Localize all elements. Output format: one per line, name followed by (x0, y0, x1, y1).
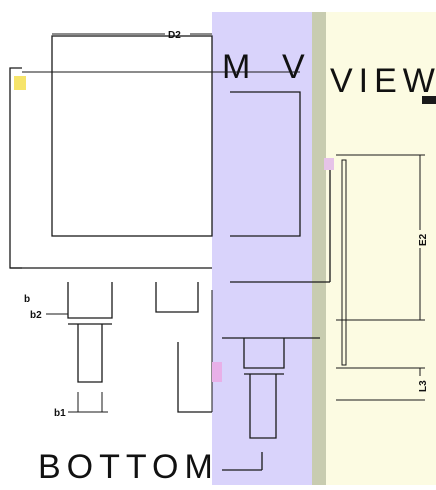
grey-strip (312, 12, 326, 485)
d2-label: D2 (168, 30, 181, 41)
lead-1-body (67, 282, 113, 319)
title-v: V (282, 48, 311, 86)
thermal-pad-right (230, 91, 301, 237)
lead-3-tip (249, 374, 277, 439)
lavender-edge (212, 250, 224, 450)
b-label: b (24, 294, 30, 305)
title-fragment-top: M (222, 48, 256, 86)
corner-block (422, 96, 436, 104)
cream-panel (326, 12, 436, 485)
e2-label: E2 (418, 233, 429, 246)
lead-2-reference-line (177, 342, 212, 413)
title-right: VIEW (330, 62, 436, 100)
pad-side-strip (341, 159, 347, 366)
b1-label: b1 (54, 408, 66, 419)
lead-3-marker (212, 362, 222, 382)
lead-2-tab (155, 282, 199, 313)
b2-label: b2 (30, 310, 42, 321)
lavender-panel (212, 12, 312, 485)
lead-3-body (243, 338, 285, 369)
pin1-marker (14, 76, 26, 90)
title-left: BOTTOM (38, 448, 219, 485)
pad-corner-marker (324, 158, 334, 170)
thermal-pad-left (51, 35, 213, 237)
lead-1-tip (77, 324, 103, 383)
l3-label: L3 (418, 380, 429, 392)
